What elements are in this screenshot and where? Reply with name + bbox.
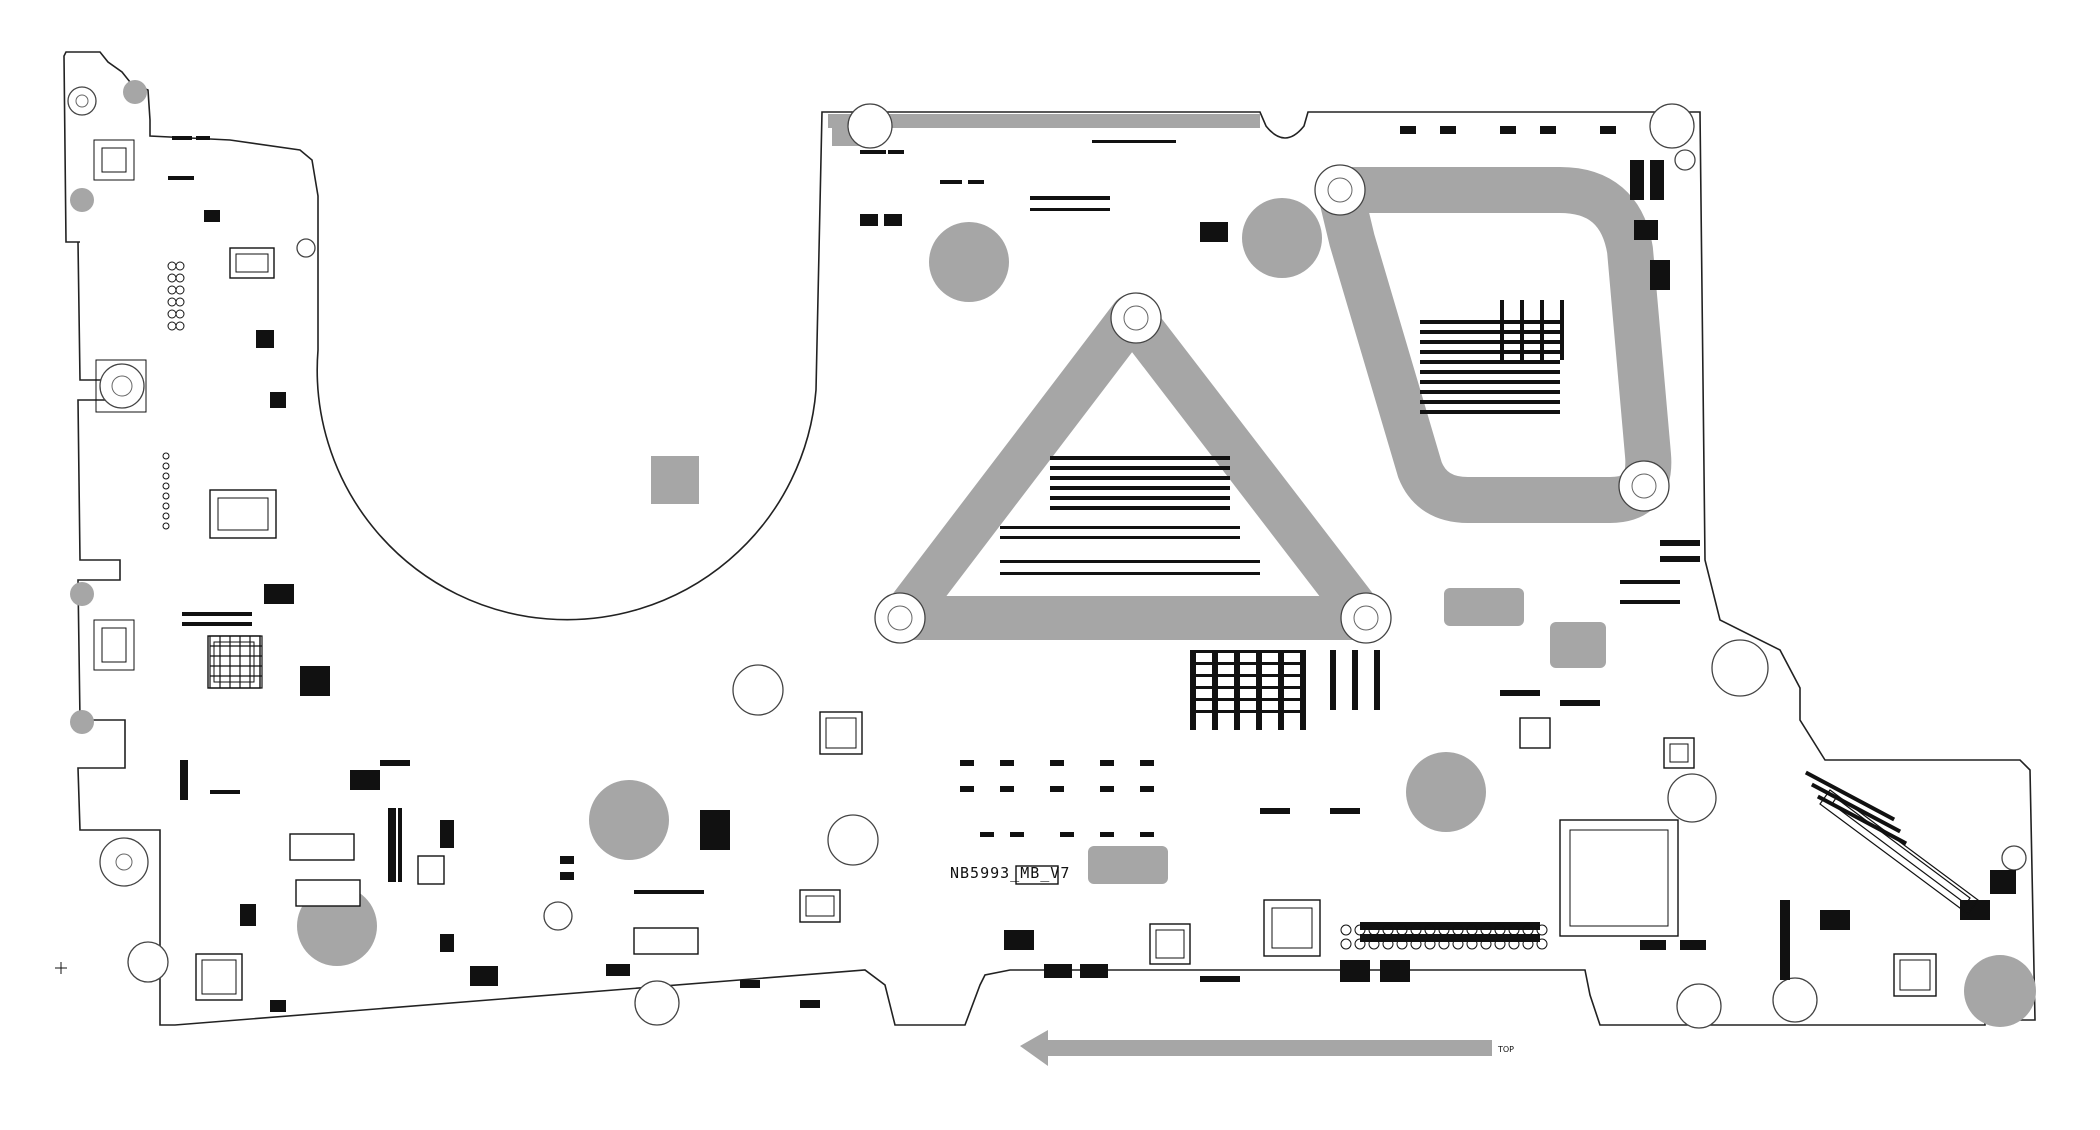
thermal-pad xyxy=(1406,752,1486,832)
board-outline xyxy=(63,51,2036,1026)
smd-components xyxy=(168,126,2016,1012)
thermal-pad xyxy=(1964,955,2036,1027)
mount-pad-grey xyxy=(70,710,94,734)
ribbon-connector xyxy=(1819,789,1979,915)
left-io-connectors xyxy=(93,139,147,671)
thermal-pad-rect xyxy=(1444,588,1524,626)
thermal-pad-rect xyxy=(1088,846,1168,884)
bga-grid-left xyxy=(209,635,263,689)
heatsink-top-bar xyxy=(828,114,1260,128)
mount-pad-grey xyxy=(70,188,94,212)
pin-header-left xyxy=(162,261,185,530)
fiducial-mark xyxy=(55,962,67,974)
mount-pad-grey xyxy=(70,582,94,606)
thermal-pad xyxy=(929,222,1009,302)
sodimm-pin-row xyxy=(1340,924,1548,950)
thermal-pad-rect xyxy=(1550,622,1606,668)
board-model-label: NB5993_MB_V7 xyxy=(950,864,1070,882)
direction-arrow xyxy=(1020,1030,1492,1066)
cpu-heatsink-triangle xyxy=(880,294,1386,640)
top-direction-label: TOP xyxy=(1497,1045,1514,1054)
thermal-pad-square xyxy=(651,456,699,504)
thermal-pad xyxy=(1242,198,1322,278)
component-ladders xyxy=(1190,300,1564,730)
ic-chips xyxy=(195,247,1937,1001)
mounting-holes xyxy=(67,86,2027,1029)
gpu-heatsink-frame xyxy=(1317,167,1672,523)
mount-pad-grey xyxy=(123,80,147,104)
thermal-pad xyxy=(589,780,669,860)
